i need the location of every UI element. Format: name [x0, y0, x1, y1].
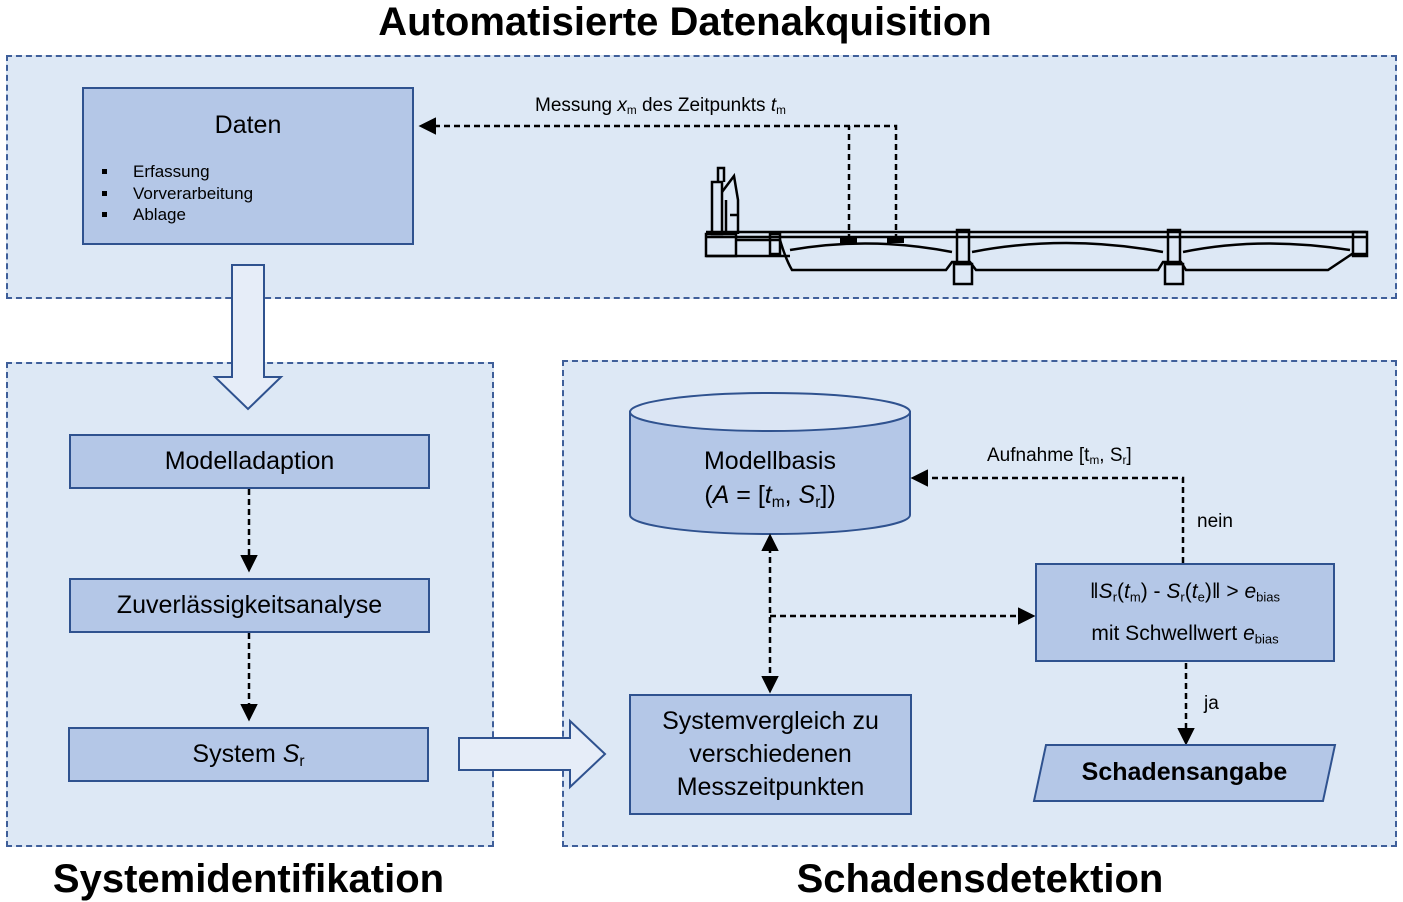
nein-label: nein	[1197, 511, 1233, 532]
daten-list-label: Ablage	[133, 205, 186, 224]
bullet-icon	[102, 212, 107, 218]
modellbasis-text: Modellbasis (A = [tm, Sr])	[630, 444, 910, 512]
database-cylinder-icon	[629, 392, 911, 535]
condition-formula: ‖Sr(tm) - Sr(te)‖ > ebias	[1089, 579, 1281, 604]
daten-list-item: Erfassung	[102, 161, 253, 183]
daten-title: Daten	[214, 111, 282, 139]
condition-box: ‖Sr(tm) - Sr(te)‖ > ebias mit Schwellwer…	[1035, 563, 1335, 662]
sensor-icon	[840, 236, 857, 243]
block-arrow-right-icon	[458, 718, 607, 790]
detection-arrows	[761, 469, 1195, 746]
title-identification: Systemidentifikation	[52, 857, 445, 901]
sensor-icon	[887, 236, 904, 243]
bridge-icon	[704, 166, 1369, 286]
block-arrow-down-icon	[212, 264, 284, 411]
measurement-arrow	[418, 117, 898, 240]
title-acquisition: Automatisierte Datenakquisition	[378, 0, 992, 44]
daten-list-label: Erfassung	[133, 162, 210, 181]
systemvergleich-line-3: Messzeitpunkten	[676, 773, 865, 801]
bullet-icon	[102, 190, 107, 196]
systemvergleich-box: Systemvergleich zu verschiedenen Messzei…	[629, 694, 912, 815]
modellbasis-formula: (A = [tm, Sr])	[704, 481, 836, 511]
modellbasis-title: Modellbasis	[703, 447, 836, 475]
daten-list-item: Ablage	[102, 204, 253, 226]
ja-label: ja	[1204, 693, 1219, 714]
schadensangabe-text: Schadensangabe	[1081, 758, 1288, 786]
schadensangabe-shape	[1032, 744, 1337, 802]
systemvergleich-line-1: Systemvergleich zu	[662, 707, 879, 735]
title-detection: Schadensdetektion	[796, 857, 1164, 901]
zuverlaessigkeitsanalyse-box: Zuverlässigkeitsanalyse	[69, 578, 430, 633]
daten-list-label: Vorverarbeitung	[133, 183, 254, 203]
daten-list-item: Vorverarbeitung	[102, 183, 253, 205]
aufnahme-label: Aufnahme [tm, Sr]	[987, 445, 1132, 467]
measurement-label: Messung xm des Zeitpunkts tm	[535, 95, 786, 117]
condition-threshold: mit Schwellwert ebias	[1091, 621, 1279, 646]
system-sr-box: System Sr	[68, 727, 429, 782]
systemvergleich-line-2: verschiedenen	[689, 740, 852, 768]
modelladaption-box: Modelladaption	[69, 434, 430, 489]
bullet-icon	[102, 169, 107, 175]
